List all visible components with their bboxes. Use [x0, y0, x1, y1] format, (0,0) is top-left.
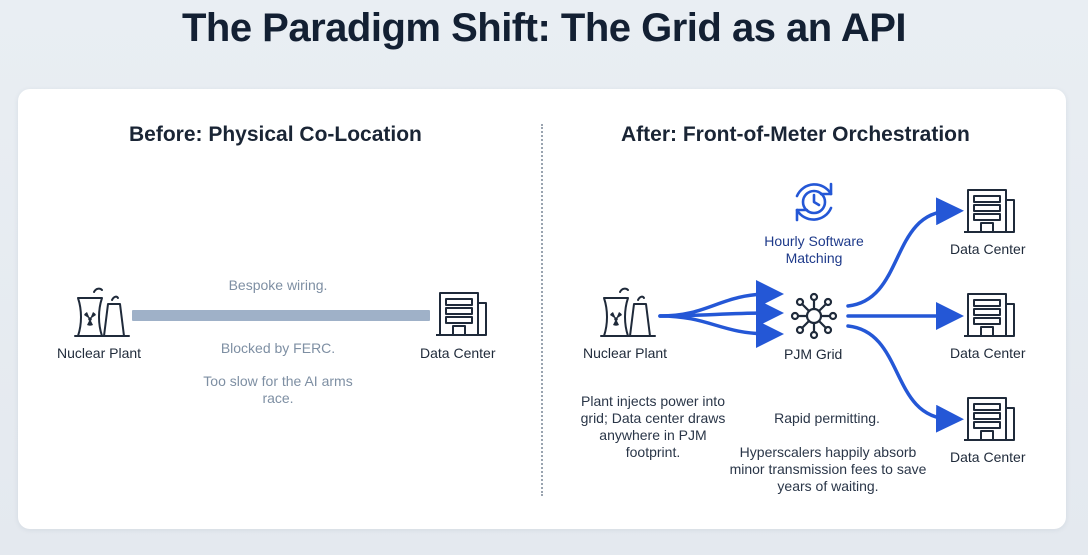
- grid-to-dc-top-arrow: [846, 197, 964, 308]
- before-plant-label: Nuclear Plant: [57, 345, 142, 361]
- data-center-icon: [436, 292, 487, 336]
- dc-label-middle: Data Center: [950, 345, 1026, 361]
- after-heading: After: Front-of-Meter Orchestration: [621, 123, 970, 146]
- plant-to-grid-arrow-bottom: [658, 314, 784, 348]
- pjm-grid-label: PJM Grid: [784, 346, 843, 362]
- grid-to-dc-bottom-arrow: [846, 324, 964, 433]
- note-plant-injects: Plant injects power into grid; Data cent…: [580, 393, 726, 460]
- dc-label-top: Data Center: [950, 241, 1026, 257]
- data-center-icon: [964, 189, 1015, 233]
- data-center-icon: [964, 293, 1015, 337]
- dc-label-bottom: Data Center: [950, 449, 1026, 465]
- hourly-software-label: Hourly Software Matching: [764, 233, 864, 266]
- note-hyperscalers: Hyperscalers happily absorb minor transm…: [729, 444, 927, 494]
- note-blocked-ferc: Blocked by FERC.: [220, 340, 336, 356]
- data-center-icon: [964, 397, 1015, 441]
- after-plant-label: Nuclear Plant: [583, 345, 668, 361]
- nuclear-plant-icon: [600, 287, 656, 337]
- clock-cycle-icon: [795, 182, 833, 222]
- note-rapid-permitting: Rapid permitting.: [774, 410, 880, 426]
- before-dc-label: Data Center: [420, 345, 496, 361]
- grid-hub-icon: [790, 292, 838, 340]
- bespoke-wire: [132, 310, 430, 321]
- nuclear-plant-icon: [74, 287, 130, 337]
- note-bespoke-wiring: Bespoke wiring.: [228, 277, 328, 293]
- before-heading: Before: Physical Co-Location: [129, 123, 422, 146]
- page-title: The Paradigm Shift: The Grid as an API: [181, 6, 907, 50]
- note-too-slow: Too slow for the AI arms race.: [203, 373, 353, 406]
- section-divider: [541, 124, 543, 496]
